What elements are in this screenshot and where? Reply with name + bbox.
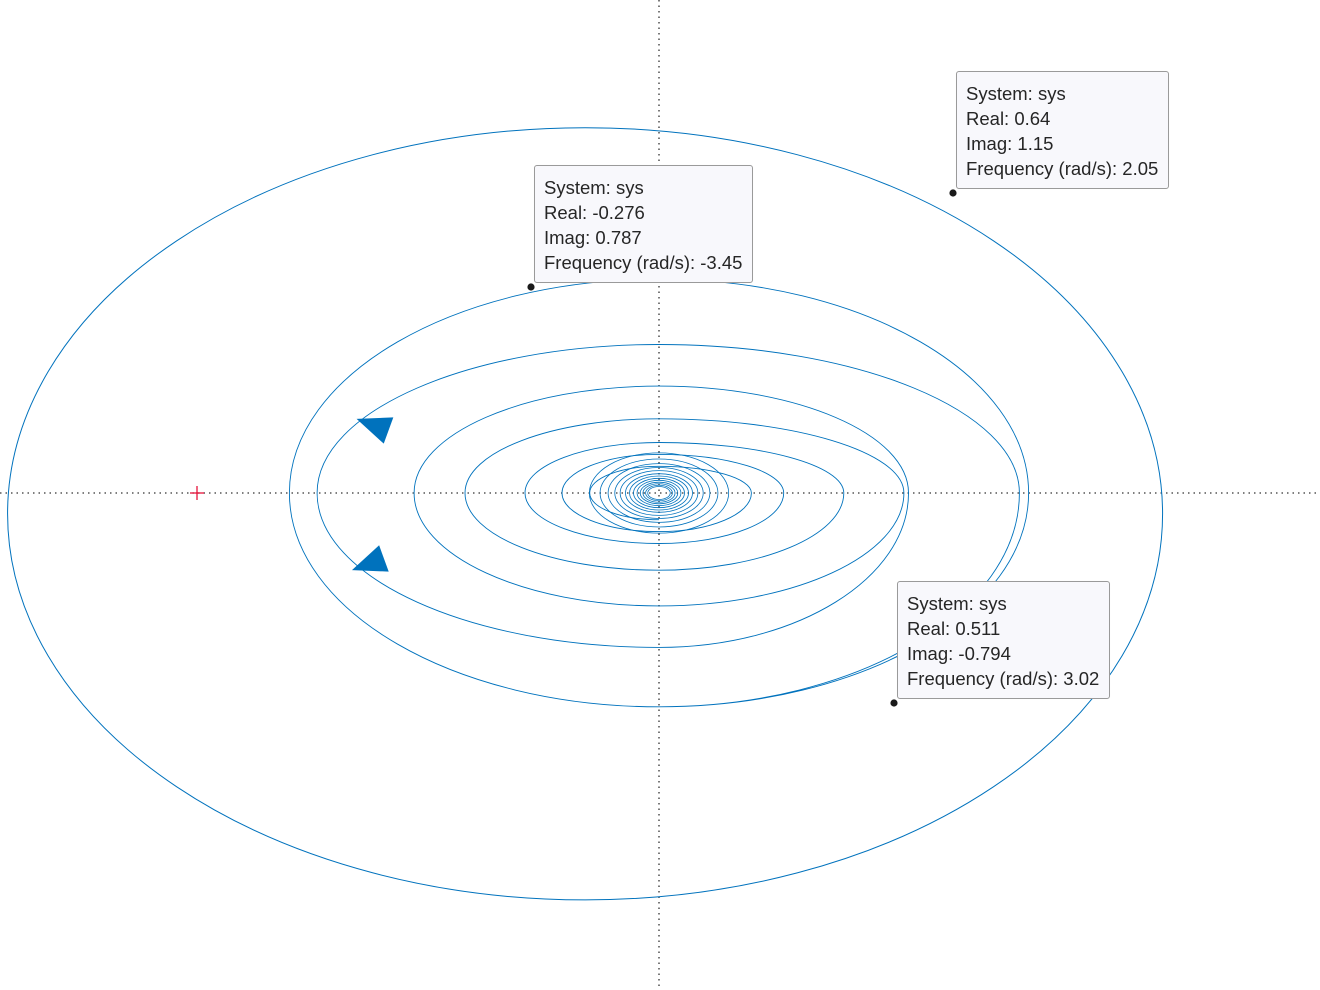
- datatip-3[interactable]: System: sys Real: 0.511 Imag: -0.794 Fre…: [897, 581, 1111, 699]
- datatip-3-frequency: Frequency (rad/s): 3.02: [907, 668, 1100, 689]
- inner-spiral-turn-9: [636, 479, 682, 507]
- datatip-3-system: System: sys: [907, 593, 1007, 614]
- datatip-2[interactable]: System: sys Real: -0.276 Imag: 0.787 Fre…: [534, 165, 754, 283]
- datatip-2-system: System: sys: [544, 177, 644, 198]
- critical-point-marker: [190, 486, 204, 500]
- datatip-2-imag: Imag: 0.787: [544, 227, 642, 248]
- inner-spiral-turn-8: [633, 477, 685, 509]
- nyquist-spiral: [288, 278, 1030, 708]
- inner-spiral-turn-11: [642, 483, 676, 503]
- datatip-3-real: Real: 0.511: [907, 618, 1001, 639]
- datatip-2-frequency: Frequency (rad/s): -3.45: [544, 252, 743, 273]
- datatip-1-real: Real: 0.64: [966, 108, 1051, 129]
- datatip-1-imag: Imag: 1.15: [966, 133, 1054, 154]
- direction-arrows: [351, 417, 394, 572]
- inner-spiral-turn-3: [607, 463, 711, 523]
- datatip-3-imag: Imag: -0.794: [907, 643, 1011, 664]
- datatip-1-system: System: sys: [966, 83, 1066, 104]
- inner-spiral-turn-5: [619, 470, 699, 516]
- inner-spiral-turn-7: [629, 475, 689, 511]
- inner-spiral-turn-12: [645, 484, 673, 502]
- inner-spiral-turn-10: [639, 481, 679, 505]
- datatip-2-real: Real: -0.276: [544, 202, 645, 223]
- datatip-points: [527, 189, 957, 707]
- datatip-point-1: [949, 189, 957, 197]
- datatip-1-frequency: Frequency (rad/s): 2.05: [966, 158, 1159, 179]
- inner-spiral-turn-1: [588, 452, 730, 534]
- arrow-lower: [351, 545, 389, 572]
- datatip-point-3: [890, 699, 898, 707]
- nyquist-curves: [7, 127, 1164, 901]
- arrow-upper: [356, 417, 394, 444]
- datatip-point-2: [527, 283, 535, 291]
- outer-ellipse: [7, 127, 1164, 901]
- inner-spiral-turn-6: [625, 473, 693, 513]
- datatip-1[interactable]: System: sys Real: 0.64 Imag: 1.15 Freque…: [956, 71, 1170, 189]
- inner-spiral-turn-13: [647, 486, 671, 500]
- inner-spiral-turn-4: [614, 467, 704, 519]
- inner-spiral-turn-2: [599, 458, 719, 528]
